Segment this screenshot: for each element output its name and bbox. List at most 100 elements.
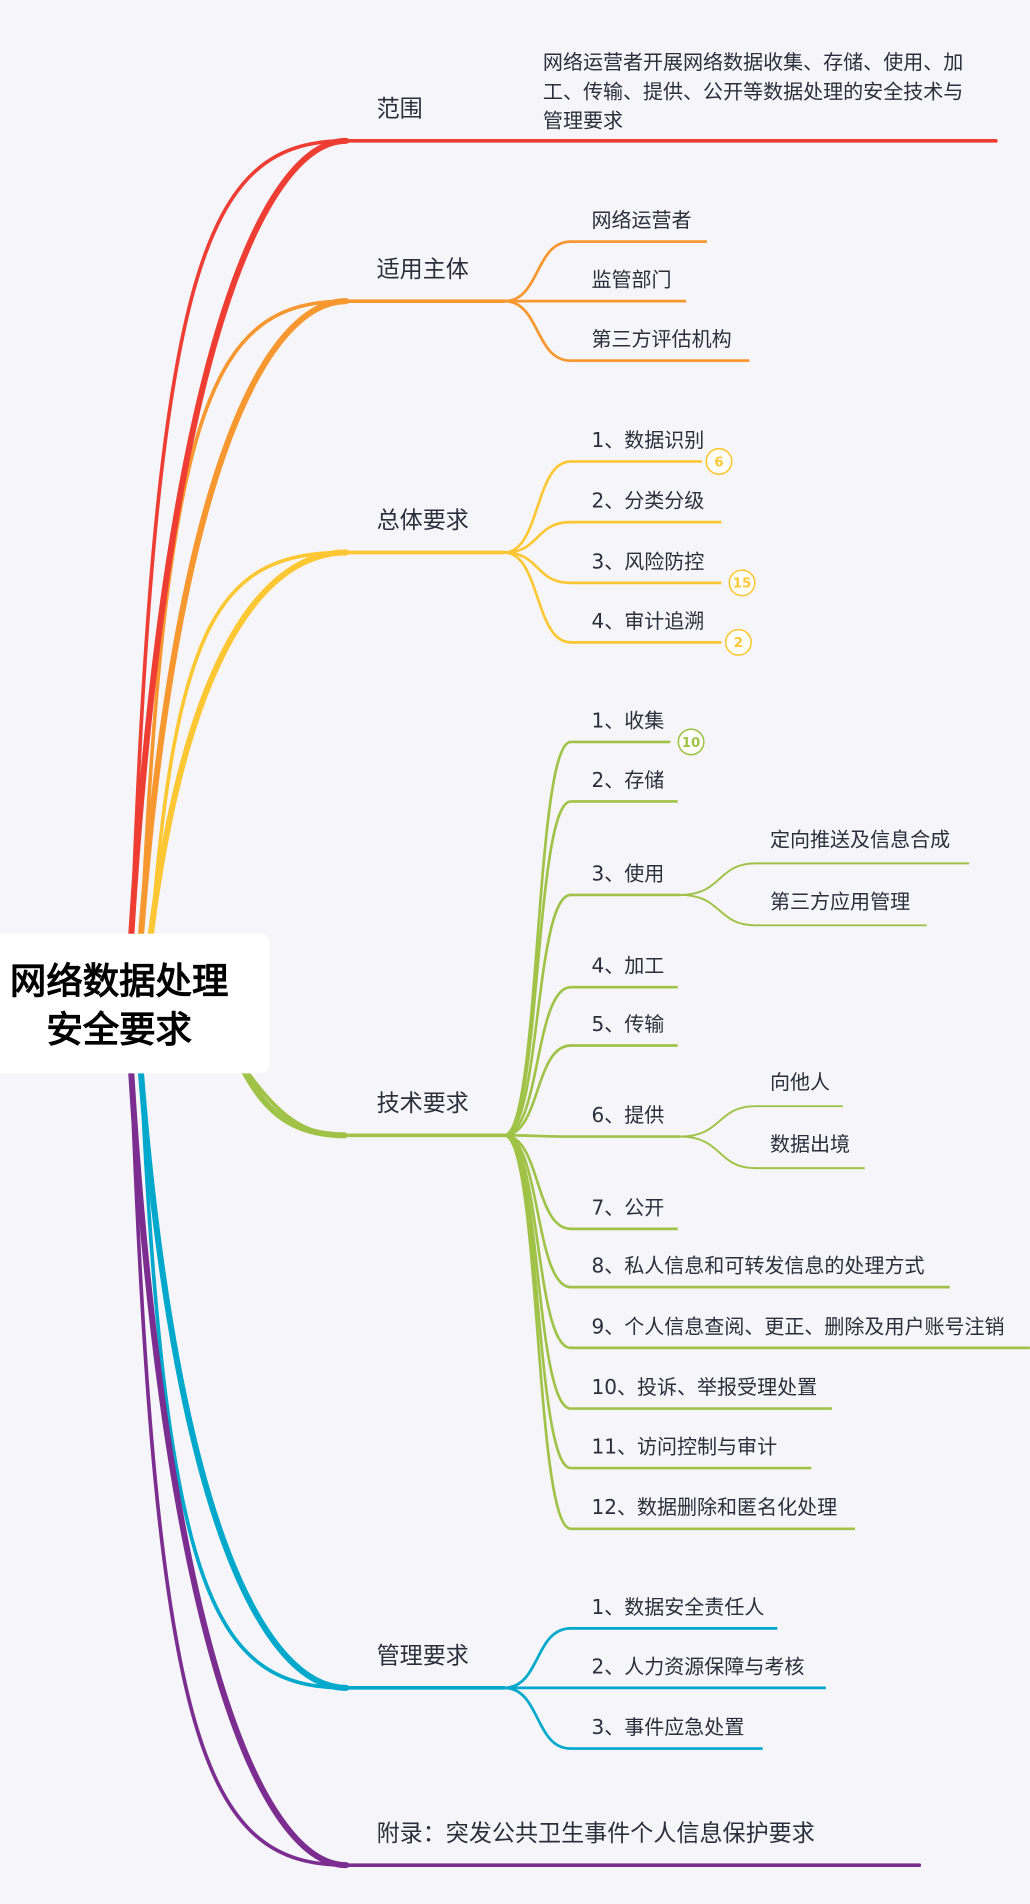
child-label: 1、数据安全责任人 [592,1595,765,1619]
child-label: 8、私人信息和可转发信息的处理方式 [592,1254,925,1278]
branch-line-appendix [129,1066,922,1867]
branch-general[interactable]: 总体要求 1、数据识别 6 2、分类分级 3、风险防控 15 4、审计追溯 2 [377,428,756,656]
child-node[interactable]: 1、收集 10 [592,708,705,756]
child-node[interactable]: 8、私人信息和可转发信息的处理方式 [592,1254,925,1278]
branch-connectors [128,137,1030,1869]
child-connector [503,1627,778,1690]
child-node[interactable]: 2、存储 [592,768,665,792]
trunk-general [147,549,350,939]
branch-label-subjects: 适用主体 [377,257,469,283]
branch-label-general: 总体要求 [377,508,469,534]
child-connector [503,460,702,554]
subchild-connector [680,1135,865,1170]
count-badge-number: 6 [714,455,723,470]
branch-appendix[interactable]: 附录：突发公共卫生事件个人信息保护要求 [377,1821,815,1847]
count-badge[interactable] [677,728,705,756]
trunk-scope [128,137,350,939]
child-node[interactable]: 5、传输 [592,1012,665,1036]
child-label: 7、公开 [592,1195,665,1219]
child-label: 监管部门 [592,268,672,292]
branch-label-appendix: 附录：突发公共卫生事件个人信息保护要求 [377,1821,815,1847]
trunk-management [137,1070,350,1691]
child-node[interactable]: 11、访问控制与审计 [592,1435,778,1459]
branch-line-general [148,550,506,949]
child-node[interactable]: 3、事件应急处置 [592,1715,745,1739]
root-title-line2: 安全要求 [46,1008,192,1051]
child-node[interactable]: 1、数据识别 6 [592,428,733,475]
child-node[interactable]: 1、数据安全责任人 [592,1595,765,1619]
child-label: 11、访问控制与审计 [592,1435,778,1459]
child-node[interactable]: 监管部门 [592,268,672,292]
count-badge[interactable] [705,447,733,475]
child-label: 3、使用 [592,861,665,885]
branch-label-technical: 技术要求 [377,1091,469,1117]
branch-line-management [139,1066,506,1690]
root-node[interactable]: 网络数据处理 安全要求 [0,933,270,1074]
child-label: 9、个人信息查阅、更正、删除及用户账号注销 [592,1314,1005,1338]
child-node[interactable]: 12、数据删除和匿名化处理 [592,1495,838,1519]
root-title-line1: 网络数据处理 [10,959,228,1002]
count-badge-number: 10 [682,736,701,751]
branch-line-subjects [139,299,506,949]
child-connector [503,299,750,362]
subchild-connector [680,893,927,927]
child-connector [504,1134,681,1138]
child-label: 12、数据删除和匿名化处理 [592,1495,838,1519]
child-label: 2、存储 [592,768,665,792]
child-label: 3、事件应急处置 [592,1715,745,1739]
subchild-label[interactable]: 定向推送及信息合成 [770,827,950,851]
branch-label-scope: 范围 [377,97,423,123]
count-badge-number: 2 [734,636,743,651]
child-connector [503,1044,678,1137]
child-connector [503,985,678,1137]
branch-scope[interactable]: 范围网络运营者开展网络数据收集、存储、使用、加工、传输、提供、公开等数据处理的安… [377,50,964,132]
child-connector [504,520,722,554]
count-badge[interactable] [724,628,752,656]
child-label: 4、加工 [592,954,665,978]
scope-description-line: 管理要求 [543,109,623,133]
child-node[interactable]: 7、公开 [592,1195,665,1219]
child-connector [504,551,722,585]
trunk-technical [234,1055,347,1139]
child-connector [503,893,681,1137]
child-node[interactable]: 第三方评估机构 [592,327,732,351]
child-node[interactable]: 4、审计追溯 2 [592,609,752,656]
child-label: 第三方评估机构 [592,327,732,351]
subchild-connector [680,1105,843,1138]
count-badge[interactable] [728,569,756,597]
child-node[interactable]: 2、人力资源保障与考核 [592,1654,805,1678]
child-node[interactable]: 2、分类分级 [592,489,705,513]
child-connector [503,1134,678,1231]
trunk-subjects [137,298,350,939]
subchild-label[interactable]: 第三方应用管理 [770,889,910,913]
branch-management[interactable]: 管理要求 1、数据安全责任人 2、人力资源保障与考核 3、事件应急处置 [377,1595,805,1739]
child-node[interactable]: 9、个人信息查阅、更正、删除及用户账号注销 [592,1314,1005,1338]
subchild-label[interactable]: 数据出境 [770,1132,850,1156]
child-label: 3、风险防控 [592,549,705,573]
child-connector [503,240,707,303]
child-label: 1、数据识别 [592,428,705,452]
trunk-appendix [128,1070,350,1869]
child-node[interactable]: 4、加工 [592,954,665,978]
child-label: 10、投诉、举报受理处置 [592,1375,818,1399]
count-badge-number: 15 [733,577,752,592]
child-label: 2、分类分级 [592,489,705,513]
branch-line-scope [129,139,998,949]
child-label: 4、审计追溯 [592,609,705,633]
subchild-label[interactable]: 向他人 [770,1070,830,1094]
child-label: 6、提供 [592,1103,665,1127]
child-connector [503,551,722,644]
child-node[interactable]: 10、投诉、举报受理处置 [592,1375,818,1399]
branch-label-management: 管理要求 [377,1644,469,1670]
scope-description-line: 网络运营者开展网络数据收集、存储、使用、加 [543,50,963,74]
child-connector [503,1134,950,1289]
child-node[interactable]: 3、风险防控 15 [592,549,756,597]
child-node[interactable]: 网络运营者 [592,208,692,232]
child-connector [503,1134,855,1531]
child-label: 1、收集 [592,708,665,732]
